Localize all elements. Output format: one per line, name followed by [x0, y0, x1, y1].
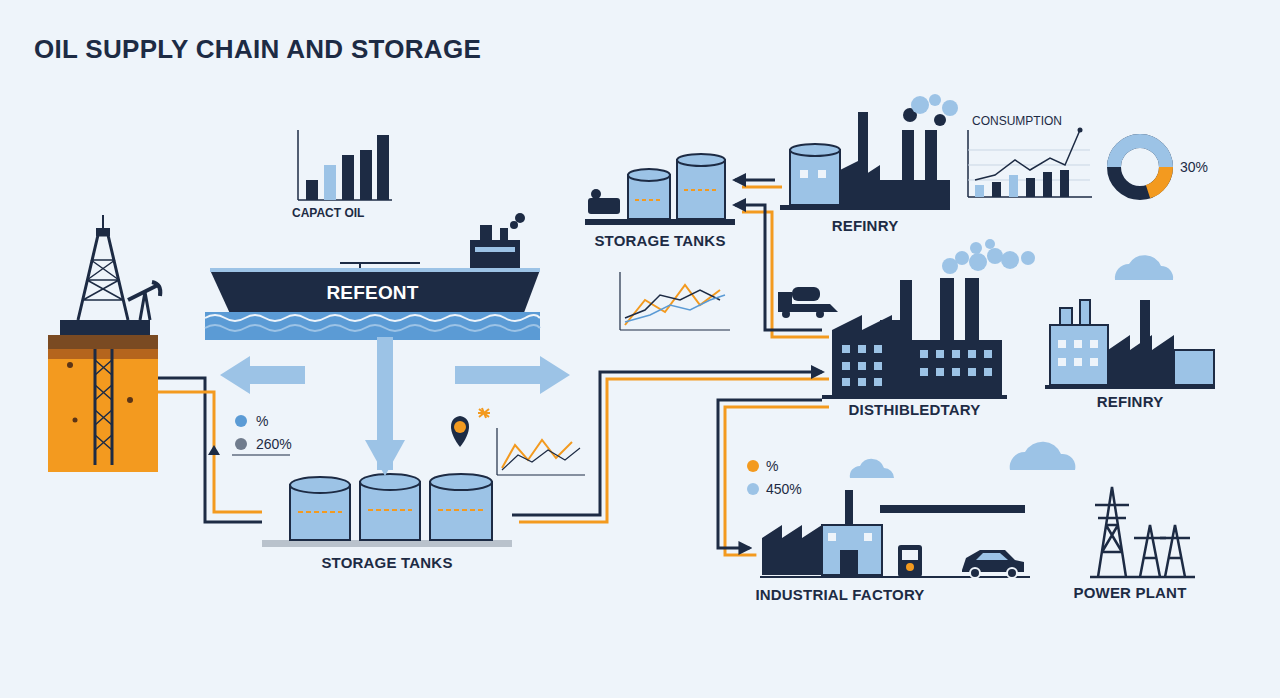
distillery — [822, 239, 1035, 399]
percent-value: % — [766, 458, 778, 474]
pipe-line — [718, 400, 822, 548]
car — [962, 550, 1024, 578]
storage-tanks — [585, 154, 735, 225]
pipe-line — [725, 407, 829, 555]
distillery: DISTHIBLEDTARY — [822, 270, 1007, 422]
chart-title: CONSUMPTION — [972, 114, 1062, 128]
node-label: INDUSTRIAL FACTORY — [755, 586, 924, 603]
pipeline-connector — [512, 372, 829, 522]
pipeline-connector — [735, 180, 782, 187]
refinery: REFINRY — [775, 105, 955, 235]
diagram-title: OIL SUPPLY CHAIN AND STORAGE — [34, 34, 481, 65]
oil-rig — [48, 215, 160, 472]
pipe-line — [742, 212, 829, 337]
percent-value: 260% — [256, 436, 292, 452]
donut-chart — [1114, 141, 1166, 193]
line-chart — [497, 428, 585, 475]
tanker-ship — [205, 213, 540, 340]
pipeline-connector — [735, 205, 829, 337]
storage-tanks — [262, 474, 512, 547]
pylon — [1090, 487, 1195, 577]
tanker-truck — [778, 287, 838, 318]
refinery — [1045, 300, 1215, 389]
refinery — [780, 94, 958, 210]
pipe-line — [735, 205, 822, 330]
axis-label: CAPACT OIL — [292, 206, 364, 220]
location-pin — [451, 408, 490, 447]
node-label: DISTHIBLEDTARY — [849, 401, 981, 418]
node-label: STORAGE TANKS — [594, 232, 725, 249]
pipe-line — [742, 186, 782, 189]
line-chart — [620, 272, 730, 330]
percent-value: 450% — [766, 481, 802, 497]
storage-tanks: STORAGE TANKS — [585, 150, 735, 255]
factory — [760, 490, 1030, 577]
node-label: REFEONT — [326, 282, 418, 304]
bar-chart — [298, 130, 392, 200]
cloud — [850, 255, 1173, 478]
pipe-line — [377, 337, 393, 470]
percent-value: % — [256, 413, 268, 429]
percent-value: 30% — [1180, 159, 1208, 175]
node-label: POWER PLANT — [1073, 584, 1186, 601]
refinery: REFINRY — [1040, 285, 1220, 415]
flow-arrow — [385, 337, 386, 470]
node-label: REFINRY — [1097, 393, 1164, 410]
pipe-line — [735, 179, 775, 182]
line-chart — [968, 128, 1092, 198]
node-label: REFINRY — [832, 217, 899, 234]
pipeline-connector — [718, 400, 829, 555]
pipe-line — [512, 372, 822, 515]
tanker-ship: REFEONT — [205, 225, 540, 337]
storage-tanks: STORAGE TANKS — [262, 470, 512, 578]
node-label: STORAGE TANKS — [321, 554, 452, 571]
power-plant: POWER PLANT — [1065, 480, 1195, 605]
industrial-factory: INDUSTRIAL FACTORY — [749, 490, 930, 605]
